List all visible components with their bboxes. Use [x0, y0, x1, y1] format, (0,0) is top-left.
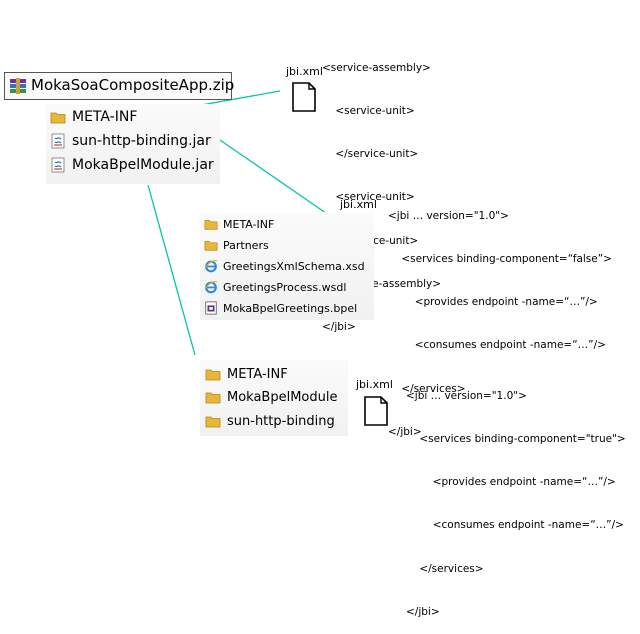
document-icon — [292, 82, 316, 112]
list-item[interactable]: META-INF — [50, 109, 137, 125]
item-label: MokaBpelGreetings.bpel — [223, 301, 358, 315]
list-item[interactable]: GreetingsProcess.wsdl — [204, 280, 346, 294]
document-icon — [364, 396, 388, 426]
xml-line: </services> — [406, 562, 484, 575]
folder-icon — [205, 366, 221, 382]
list-item[interactable]: Partners — [204, 238, 269, 252]
item-label: GreetingsProcess.wsdl — [223, 280, 347, 294]
jar-icon — [50, 133, 66, 149]
xml-line: </jbi> — [388, 425, 422, 438]
list-item[interactable]: GreetingsXmlSchema.xsd — [204, 259, 365, 273]
item-label: GreetingsXmlSchema.xsd — [223, 259, 365, 273]
item-label: sun-http-binding — [227, 413, 335, 429]
bpel-module-panel — [200, 212, 374, 320]
list-item[interactable]: META-INF — [204, 217, 274, 231]
connector-bpel-jar-to-binding-files — [147, 184, 196, 356]
ie-icon — [204, 280, 218, 294]
folder-icon — [205, 389, 221, 405]
xml-line: <jbi … version="1.0"> — [388, 209, 509, 222]
jbi-label: jbi.xml — [340, 198, 377, 211]
xml-line: </services> — [388, 382, 466, 395]
folder-icon — [204, 217, 218, 231]
zip-archive: MokaSoaCompositeApp.zip — [4, 72, 235, 100]
connector-http-jar-to-bpel-files — [219, 139, 337, 221]
item-label: META-INF — [72, 109, 138, 125]
bpel-icon — [204, 301, 218, 315]
item-label: MokaBpelModule — [227, 389, 338, 405]
zip-contents-panel — [46, 104, 220, 184]
xml-line: <consumes endpoint -name=“…”/> — [388, 339, 606, 352]
folder-icon — [50, 109, 66, 125]
xml-line: <consumes endpoint -name=“…”/> — [406, 519, 624, 532]
item-label: Partners — [223, 238, 269, 252]
list-item[interactable]: META-INF — [205, 366, 288, 382]
list-item[interactable]: MokaBpelModule.jar — [50, 157, 214, 173]
xml-line: <jbi … version="1.0"> — [406, 389, 527, 402]
item-label: META-INF — [227, 366, 288, 382]
xml-line: <service-assembly> — [322, 61, 431, 74]
xml-line: <service-unit> — [322, 105, 415, 118]
jbi-label: jbi.xml — [286, 65, 323, 78]
xml-line: </jbi> — [406, 605, 440, 618]
jbi-label: jbi.xml — [356, 378, 393, 391]
xml-block-bpel-jbi: <jbi … version="1.0"> <services binding-… — [388, 180, 612, 454]
folder-icon — [205, 413, 221, 429]
list-item[interactable]: sun-http-binding — [205, 413, 335, 429]
ie-icon — [204, 259, 218, 273]
list-item[interactable]: MokaBpelModule — [205, 389, 338, 405]
folder-icon — [204, 238, 218, 252]
list-item[interactable]: MokaBpelGreetings.bpel — [204, 301, 357, 315]
xml-line: <provides endpoint -name=“…”/> — [406, 476, 616, 489]
jar-icon — [50, 157, 66, 173]
list-item[interactable]: sun-http-binding.jar — [50, 133, 211, 149]
xml-line: </service-unit> — [322, 148, 419, 161]
xml-line: <service-unit> — [322, 191, 415, 204]
item-label: META-INF — [223, 217, 275, 231]
xml-line: <services binding-component=“false”> — [388, 253, 612, 266]
xml-line: <services binding-component="true"> — [406, 433, 626, 446]
item-label: MokaBpelModule.jar — [72, 157, 214, 173]
zip-name: MokaSoaCompositeApp.zip — [31, 76, 235, 94]
item-label: sun-http-binding.jar — [72, 133, 211, 149]
xml-line: </jbi> — [322, 321, 356, 334]
xml-line: <provides endpoint -name=“…”/> — [388, 296, 598, 309]
binding-module-panel — [200, 360, 348, 436]
xml-block-binding-jbi: <jbi … version="1.0"> <services binding-… — [406, 360, 626, 634]
winrar-icon — [9, 77, 27, 95]
